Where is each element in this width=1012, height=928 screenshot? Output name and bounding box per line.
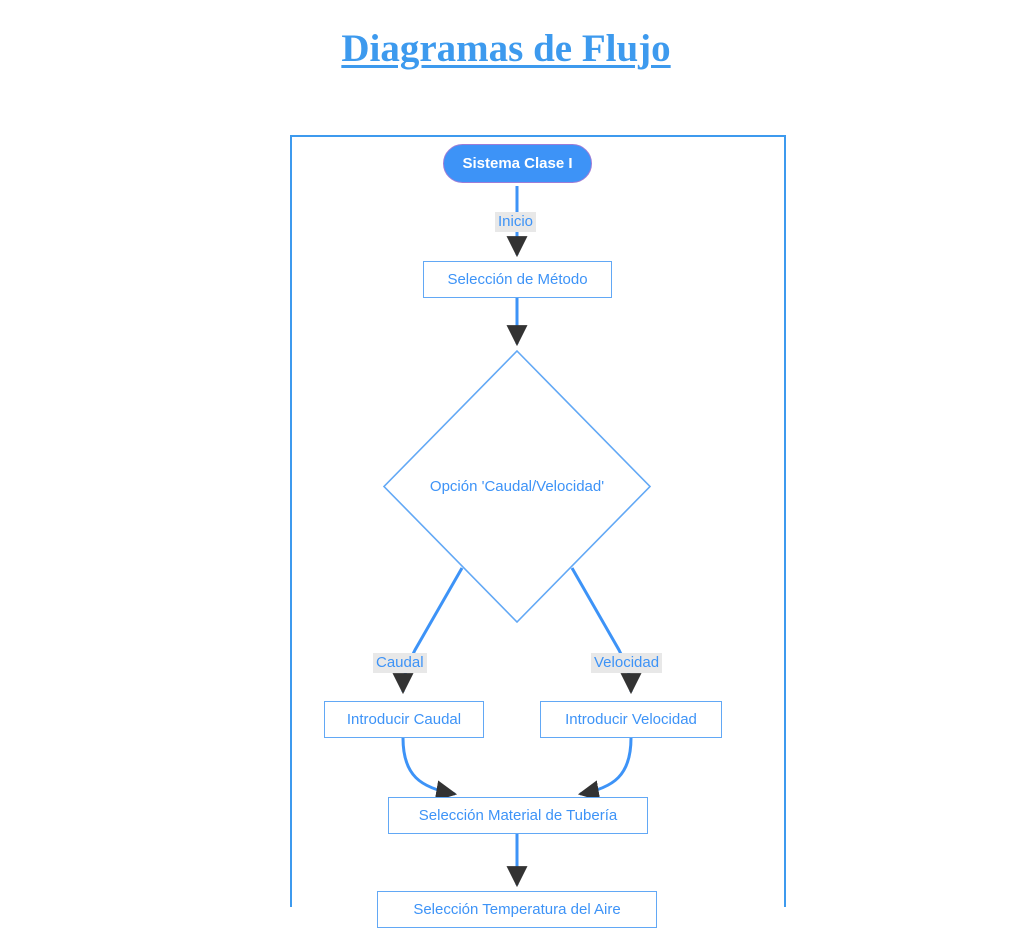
node-opcion-label: Opción 'Caudal/Velocidad'	[429, 478, 605, 495]
edge-label-caudal: Caudal	[373, 653, 427, 673]
node-seleccion-de-metodo[interactable]: Selección de Método	[423, 261, 612, 298]
node-introducir-velocidad[interactable]: Introducir Velocidad	[540, 701, 722, 738]
edge-label-velocidad: Velocidad	[591, 653, 663, 673]
node-sistema-clase-i[interactable]: Sistema Clase I	[443, 144, 592, 183]
node-seleccion-material-tuberia[interactable]: Selección Material de Tubería	[388, 797, 648, 834]
edge-label-inicio: Inicio	[495, 212, 537, 232]
node-introducir-caudal[interactable]: Introducir Caudal	[324, 701, 484, 738]
page-title: Diagramas de Flujo	[341, 27, 671, 70]
node-opcion-caudal-velocidad[interactable]: Opción 'Caudal/Velocidad'	[383, 350, 651, 623]
node-seleccion-temperatura-aire[interactable]: Selección Temperatura del Aire	[377, 891, 657, 928]
diamond-shape	[383, 350, 651, 623]
